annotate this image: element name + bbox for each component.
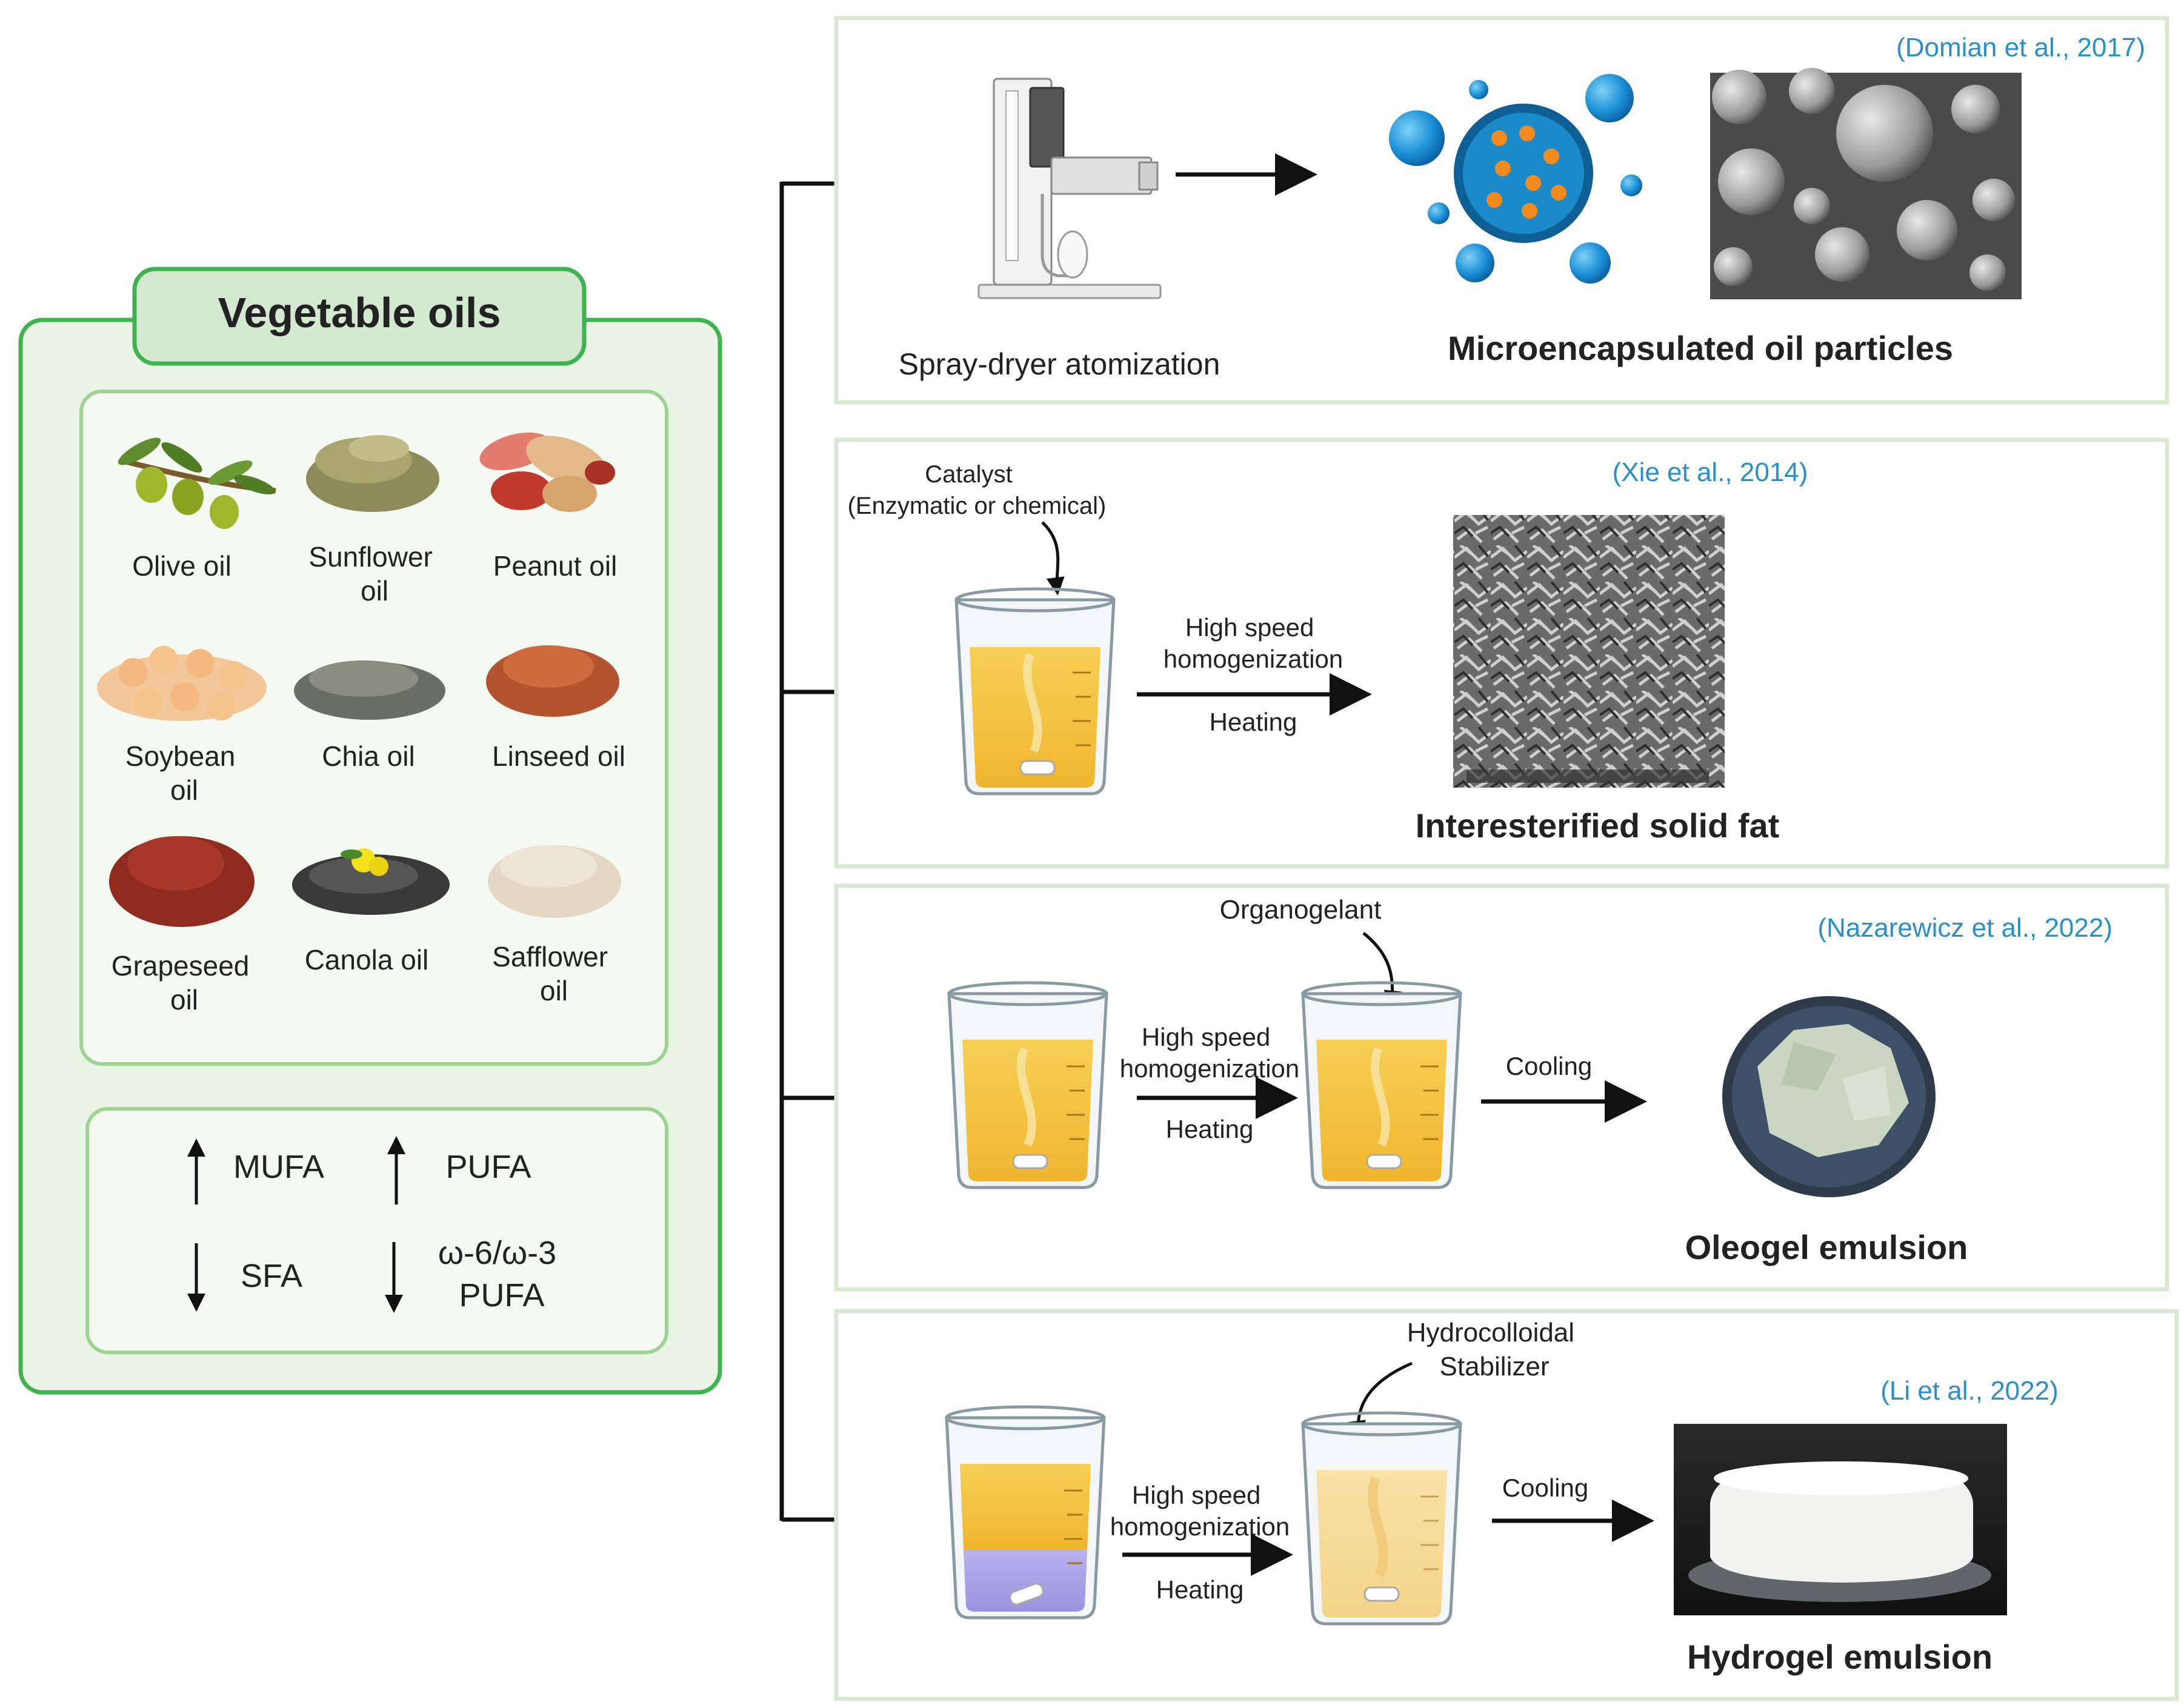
microcapsule-icon [1389,74,1642,284]
soybeans-icon [97,646,267,721]
oil-label-peanut: Peanut oil [493,550,618,582]
sem-particles-image [1710,68,2022,299]
organogelant-label: Organogelant [1220,895,1382,925]
stabilizer-label: Hydrocolloidal Stabilizer [1407,1318,1582,1381]
panel-title: Vegetable oils [218,289,501,336]
citation: (Xie et al., 2014) [1613,457,1808,487]
input-arrow [1041,521,1065,596]
oil-label-safflower: Safflower oil [492,941,616,1006]
oleogel-plate-image [1722,996,1936,1197]
sem-solid-fat-image [1453,515,1725,788]
chia-seeds-icon [294,660,445,720]
step-label: High speed homogenization [1120,1023,1300,1083]
vegetable-oils-panel: Vegetable oils Olive oil [18,267,722,1395]
oil-label-soybean: Soybean oil [125,740,243,806]
beaker-icon [1301,981,1462,1189]
equipment-label: Spray-dryer atomization [899,347,1220,381]
product-label: Interesterified solid fat [1416,806,1780,845]
citation: (Li et al., 2022) [1880,1376,2059,1406]
step-label: High speed homogenization [1164,613,1343,673]
beaker-icon [954,587,1116,796]
cooling-label: Cooling [1502,1474,1588,1502]
fatty-acid-box [85,1107,668,1354]
peanuts-icon [479,432,615,512]
beaker-icon [945,1405,1106,1620]
cooling-label: Cooling [1506,1052,1592,1080]
pufa-label: PUFA [445,1149,531,1185]
linseeds-icon [486,645,619,717]
process-spray-drying: (Domian et al., 2017) Spray-dryer atomiz… [834,16,2169,405]
product-label: Microencapsulated oil particles [1448,329,1953,367]
beaker-icon [947,981,1108,1189]
oil-label-olive: Olive oil [132,550,231,582]
process-interesterification: (Xie et al., 2014) Catalyst (Enzymatic o… [834,437,2169,869]
omega-ratio-label: ω-6/ω-3 PUFA [438,1235,565,1314]
product-label: Oleogel emulsion [1685,1228,1968,1266]
heating-label: Heating [1210,708,1297,736]
catalyst-label: Catalyst (Enzymatic or chemical) [848,461,1107,519]
process-hydrogel: (Li et al., 2022) High speed homogenizat… [834,1309,2179,1701]
oil-label-canola: Canola oil [305,944,429,975]
spray-dryer-icon [977,78,1162,299]
heating-label: Heating [1166,1115,1254,1143]
oil-label-grapeseed: Grapeseed oil [112,950,257,1015]
citation: (Domian et al., 2017) [1896,33,2145,62]
oil-label-chia: Chia oil [322,740,414,772]
oil-label-linseed: Linseed oil [492,740,625,772]
hydrogel-photo-image [1674,1424,2007,1615]
process-oleogel: (Nazarewicz et al., 2022) High speed hom… [834,883,2169,1292]
olive-branch-icon [118,437,276,529]
sfa-label: SFA [241,1258,302,1294]
panel-title-box: Vegetable oils [132,267,587,366]
citation: (Nazarewicz et al., 2022) [1817,913,2112,943]
heating-label: Heating [1156,1575,1244,1604]
grape-seeds-icon [109,836,255,927]
product-label: Hydrogel emulsion [1687,1638,1993,1676]
oil-label-sunflower: Sunflower oil [308,541,440,606]
safflower-seeds-icon [488,845,621,918]
beaker-icon [1301,1411,1462,1626]
sunflower-seeds-icon [306,435,439,512]
canola-seeds-icon [292,848,450,915]
mufa-label: MUFA [233,1149,324,1185]
